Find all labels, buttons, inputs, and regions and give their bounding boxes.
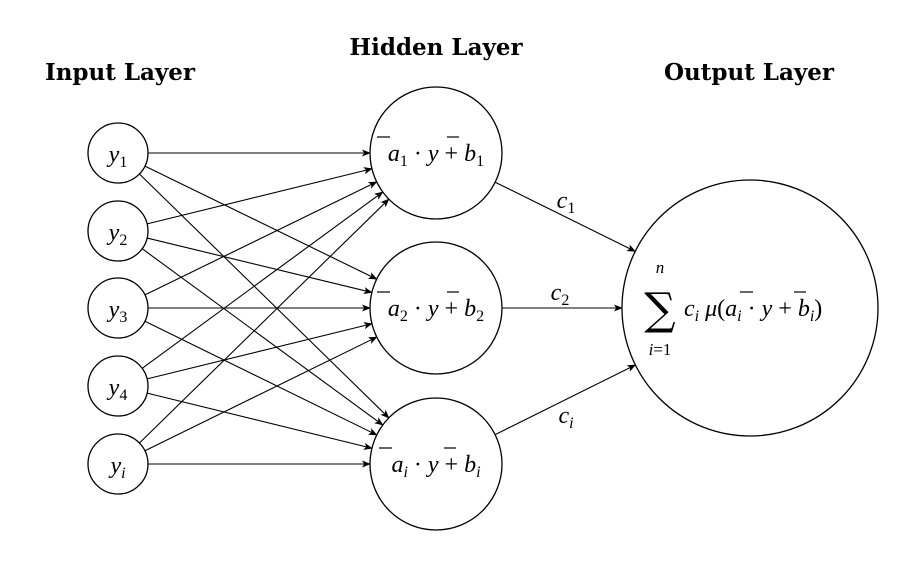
input-node-label: y4 — [107, 375, 128, 404]
input-node-label: y1 — [107, 142, 128, 171]
connections — [139, 149, 637, 468]
input-node-label: yi — [108, 453, 125, 482]
hidden-node-1: a1 · y + b1 — [369, 86, 503, 220]
hidden-layer-title: Hidden Layer — [349, 34, 523, 61]
sum-lower-limit: i=1 — [649, 340, 672, 359]
summation-symbol: ∑ — [644, 284, 675, 335]
output-node-formula: ∑ n i=1 ci μ(ai · y + bi) — [644, 258, 822, 359]
input-node-4: y4 — [87, 355, 149, 417]
hidden-node-formula: a1 · y + b1 — [388, 141, 484, 170]
output-weight-label-1: c1 — [557, 188, 576, 217]
output-weight-label-i: ci — [558, 403, 573, 432]
input-to-hidden-edge — [141, 248, 384, 426]
output-layer: ∑ n i=1 ci μ(ai · y + bi) — [621, 179, 879, 437]
output-node-expression: ci μ(ai · y + bi) — [684, 296, 822, 325]
input-node-circle — [87, 433, 149, 495]
hidden-node-formula: ai · y + bi — [391, 452, 480, 481]
input-layer: y1 y2 y3 y4 yi — [87, 122, 149, 495]
sum-upper-limit: n — [656, 258, 665, 277]
input-node-circle — [87, 355, 149, 417]
input-node-1: y1 — [87, 122, 149, 184]
hidden-node-2: a2 · y + b2 — [369, 241, 503, 375]
hidden-node-circle — [369, 86, 503, 220]
output-weight-label-2: c2 — [551, 280, 570, 309]
input-to-hidden-edge — [144, 336, 378, 452]
hidden-to-output-edge — [494, 364, 637, 436]
hidden-node-formula: a2 · y + b2 — [388, 296, 484, 325]
input-node-circle — [87, 122, 149, 184]
input-node-label: y2 — [107, 220, 128, 249]
input-to-hidden-edge — [147, 322, 373, 380]
input-to-hidden-edge — [147, 392, 373, 450]
input-to-hidden-edge — [144, 181, 378, 296]
input-to-hidden-edge — [141, 191, 384, 369]
input-node-i: yi — [87, 433, 149, 495]
input-to-hidden-edge — [144, 320, 378, 436]
input-node-2: y2 — [87, 200, 149, 262]
input-node-label: y3 — [107, 297, 128, 326]
input-to-hidden-edge — [144, 165, 378, 280]
hidden-node-i: ai · y + bi — [369, 397, 503, 531]
hidden-to-output-edge — [494, 181, 637, 252]
input-to-hidden-edge — [139, 198, 390, 444]
input-node-circle — [87, 277, 149, 339]
input-to-hidden-edge — [147, 167, 373, 225]
output-layer-title: Output Layer — [664, 59, 835, 86]
output-node-circle — [621, 179, 879, 437]
input-to-hidden-edge — [139, 173, 390, 419]
hidden-layer: a1 · y + b1 a2 · y + b2 ai · y + bi — [369, 86, 503, 531]
input-node-circle — [87, 200, 149, 262]
hidden-node-circle — [369, 241, 503, 375]
input-to-hidden-edge — [147, 237, 373, 295]
input-layer-title: Input Layer — [45, 59, 196, 86]
hidden-node-circle — [369, 397, 503, 531]
input-node-3: y3 — [87, 277, 149, 339]
